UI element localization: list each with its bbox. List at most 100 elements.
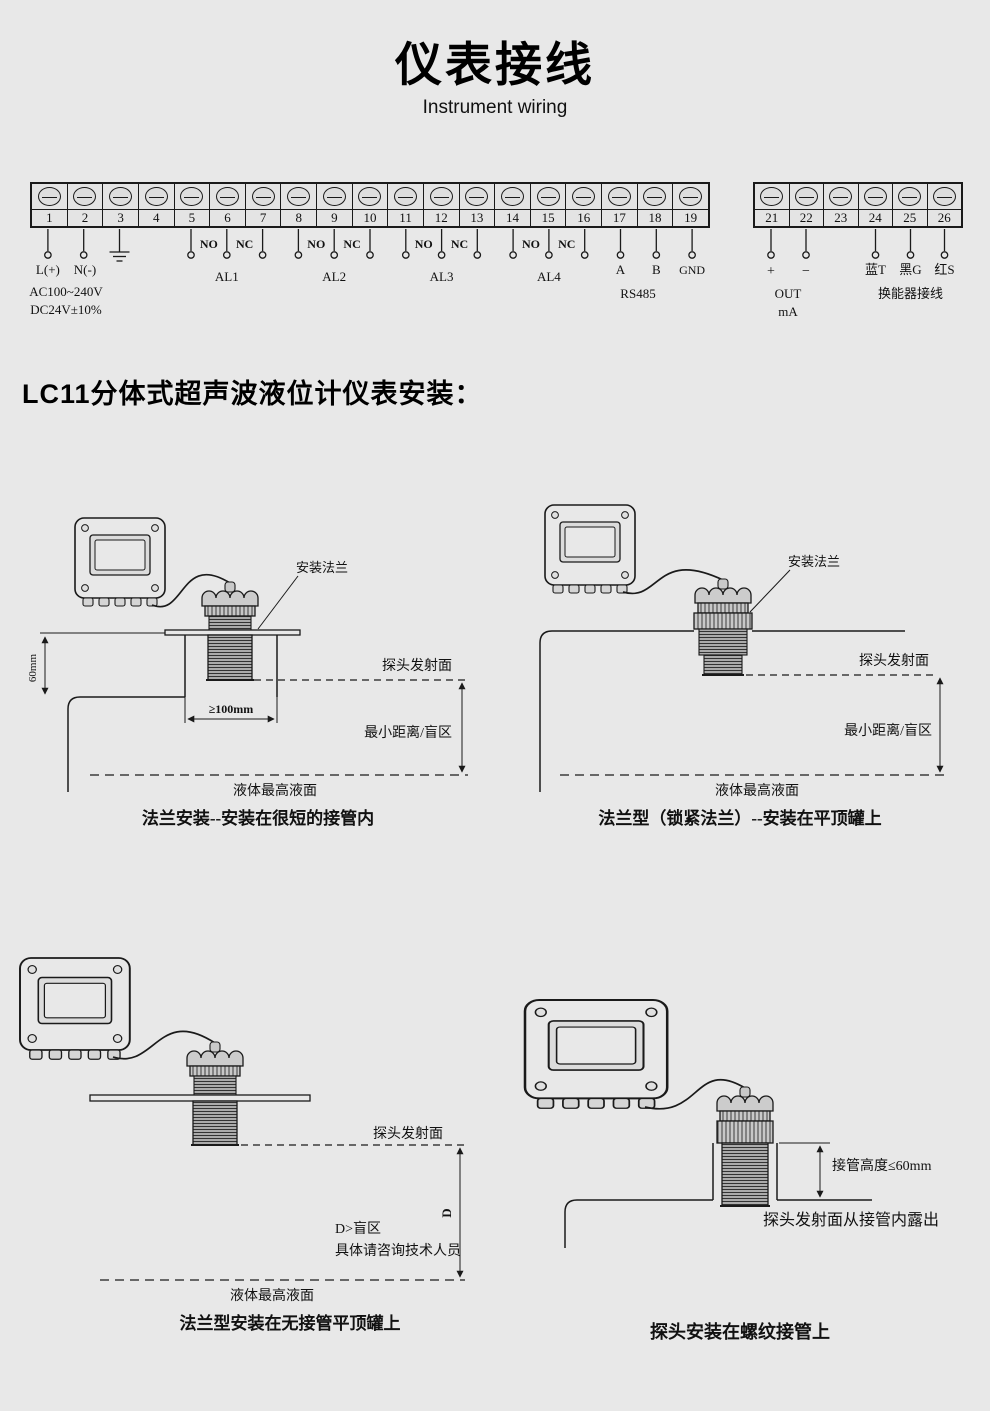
terminal-screw-cell-24 (859, 184, 893, 209)
label-rs485-gnd: GND (679, 263, 705, 277)
label-out-plus: + (767, 264, 775, 279)
terminal-number-4: 4 (139, 210, 175, 226)
probe-cable (112, 1030, 216, 1060)
label-al3-nc: NC (451, 237, 468, 251)
terminal-number-12: 12 (424, 210, 460, 226)
terminal-screw-cell-7 (246, 184, 282, 209)
diagram-threaded-nozzle: 接管高度≤60mm 探头发射面从接管内露出 探头安装在螺纹接管上 (523, 998, 939, 1342)
label-al2: AL2 (322, 269, 346, 284)
diagram-flange-short-nozzle: 60mm ≥100mm 安装法兰 探头发射面 最小距离/盲区 液体最高液面 法兰… (27, 517, 468, 828)
blind-zone-label: D>盲区 (335, 1220, 381, 1237)
screw-icon (109, 187, 133, 206)
terminal-number-25: 25 (893, 210, 928, 226)
screw-icon (643, 187, 667, 206)
terminal-number-15: 15 (531, 210, 567, 226)
page-title: 仪表接线 (395, 38, 595, 91)
terminal-screw-cell-19 (673, 184, 708, 209)
mounting-flange-label: 安装法兰 (296, 560, 348, 575)
probe-face-exposed-label: 探头发射面从接管内露出 (763, 1211, 939, 1229)
label-al1-no: NO (200, 237, 218, 251)
label-al2-no: NO (307, 237, 325, 251)
terminal-screw-cell-11 (388, 184, 424, 209)
terminal-number-21: 21 (755, 210, 790, 226)
tank-outline (539, 630, 905, 792)
terminal-number-22: 22 (790, 210, 824, 226)
title-block: 仪表接线 Instrument wiring (0, 26, 990, 119)
terminal-screw-cell-21 (755, 184, 790, 209)
terminal-number-16: 16 (566, 210, 602, 226)
min-distance-label: 最小距离/盲区 (844, 722, 932, 739)
tank-outline (564, 1143, 872, 1248)
probe-head (186, 1041, 244, 1077)
screw-icon (863, 187, 887, 206)
screw-icon (679, 187, 703, 206)
label-al4-nc: NC (558, 237, 575, 251)
screw-icon (829, 187, 853, 206)
label-power-line: L(+) (36, 262, 60, 277)
probe-cable (151, 574, 231, 608)
terminal-screw-cell-22 (790, 184, 824, 209)
dim-60mm-label: 60mm (27, 654, 39, 683)
probe-head (716, 1086, 774, 1122)
screw-icon (607, 187, 631, 206)
terminal-number-26: 26 (937, 210, 951, 225)
screw-icon (500, 187, 524, 206)
label-al3-no: NO (415, 237, 433, 251)
probe-cable (644, 1078, 746, 1110)
terminal-screw-cell-26 (928, 184, 962, 209)
label-power-spec-1: AC100~240V (29, 284, 103, 299)
screw-icon (794, 187, 818, 206)
terminal-screw-cell-17 (602, 184, 638, 209)
screw-icon (215, 187, 239, 206)
terminal-screw-cell-1 (32, 184, 68, 209)
probe-body (703, 654, 743, 676)
pipe-height-label: 接管高度≤60mm (832, 1157, 932, 1174)
terminal-number-1: 1 (32, 210, 68, 226)
probe-face-label: 探头发射面 (382, 658, 452, 674)
screw-icon (465, 187, 489, 206)
probe-face-label: 探头发射面 (373, 1126, 443, 1142)
threaded-probe-body (721, 1142, 769, 1207)
terminal-number-6: 6 (210, 210, 246, 226)
dimension-pipe-height (779, 1142, 830, 1198)
terminal-screw-cell-12 (424, 184, 460, 209)
label-power-spec-2: DC24V±10% (30, 302, 102, 317)
terminal-number-13: 13 (460, 210, 496, 226)
terminal-screw-cell-2 (68, 184, 104, 209)
terminal-number-24: 24 (859, 210, 893, 226)
label-out-minus: − (802, 264, 810, 279)
terminal-screw-row (755, 184, 961, 209)
label-ma: mA (778, 304, 798, 319)
terminal-number-23: 23 (824, 210, 859, 226)
label-al3: AL3 (430, 269, 454, 284)
label-al1: AL1 (215, 269, 239, 284)
diagram-locking-flange-flat-tank: 安装法兰 探头发射面 最小距离/盲区 液体最高液面 法兰型（锁紧法兰）--安装在… (539, 504, 945, 828)
terminal-number-5: 5 (175, 210, 211, 226)
terminal-screw-cell-4 (139, 184, 175, 209)
consult-label: 具体请咨询技术人员 (335, 1243, 461, 1259)
terminal-screw-cell-23 (824, 184, 859, 209)
screw-icon (429, 187, 453, 206)
terminal-screw-cell-15 (531, 184, 567, 209)
terminal-number-3: 3 (103, 210, 139, 226)
label-al4: AL4 (537, 269, 561, 284)
probe-body (192, 1100, 238, 1146)
label-rs485-b: B (652, 262, 661, 277)
screw-icon (180, 187, 204, 206)
diagram-flange-no-nozzle: 探头发射面 D D>盲区 具体请咨询技术人员 液体最高液面 法兰型安装在无接管平… (19, 957, 465, 1333)
min-distance-label: 最小距离/盲区 (364, 724, 452, 741)
locking-flange (693, 612, 753, 630)
screw-icon (932, 187, 956, 206)
terminal-screw-cell-3 (103, 184, 139, 209)
terminal-number-8: 8 (281, 210, 317, 226)
terminal-number-2: 2 (68, 210, 104, 226)
screw-icon (251, 187, 275, 206)
label-transducer-blue: 蓝T (865, 262, 886, 277)
terminal-number-18: 18 (638, 210, 674, 226)
max-liquid-label: 液体最高液面 (715, 782, 799, 799)
